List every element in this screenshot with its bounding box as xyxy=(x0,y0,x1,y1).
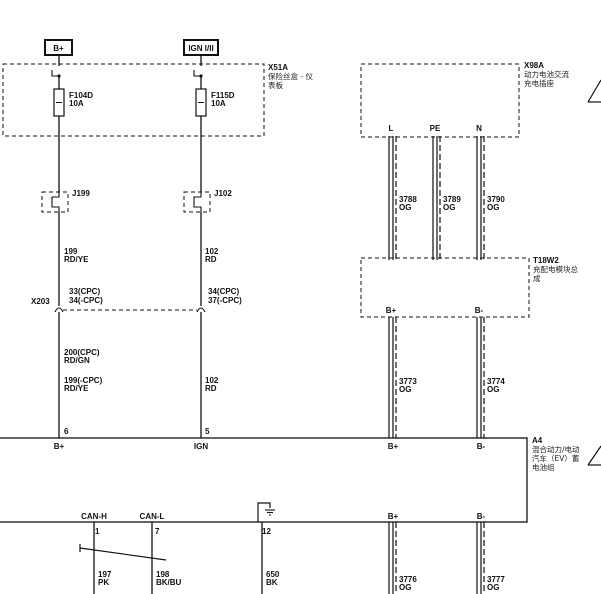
wire-3777-color: OG xyxy=(487,583,499,592)
wire-198-circuit: 198 xyxy=(156,570,170,579)
a4-pin-12-num: 12 xyxy=(262,527,271,536)
fuse-f115d-name: F115D xyxy=(211,91,235,100)
fuse-f104d-rating: 10A xyxy=(69,99,84,108)
wire-197-circuit: 197 xyxy=(98,570,112,579)
t18w2-name-line2: 成 xyxy=(533,273,541,283)
a4-battery-pack xyxy=(0,437,528,523)
warning-triangle-icon xyxy=(587,79,601,103)
wire-102b-color: RD xyxy=(205,384,217,393)
ign-label: IGN I/II xyxy=(188,44,213,53)
wire-650-circuit: 650 xyxy=(266,570,280,579)
a4-pin-hv-bplus-bottom: B+ xyxy=(388,512,399,521)
fuse-f104d-name: F104D xyxy=(69,91,93,100)
wire-3789-color: OG xyxy=(443,203,455,212)
wire-3773-color: OG xyxy=(399,385,411,394)
wire-200-color: RD/GN xyxy=(64,356,90,365)
relay-j199: J199 xyxy=(41,189,90,213)
t18w2-pin-bplus: B+ xyxy=(386,306,397,315)
a4-pin-canh-name: CAN-H xyxy=(81,512,107,521)
a4-pin-6-name: B+ xyxy=(54,442,65,451)
wire-200-circuit: 200(CPC) xyxy=(64,348,100,357)
a4-pin-hv-bplus-top: B+ xyxy=(388,442,399,451)
x98a-name-line2: 充电插座 xyxy=(524,78,554,88)
x98a-name-line1: 动力电池交流 xyxy=(524,69,569,79)
power-source-ign: IGN I/II xyxy=(183,39,219,56)
t18w2-code: T18W2 xyxy=(533,256,559,265)
wire-3788-color: OG xyxy=(399,203,411,212)
x51a-code: X51A xyxy=(268,63,288,72)
wire-198-color: BK/BU xyxy=(156,578,182,587)
x98a-pin-l: L xyxy=(389,124,394,133)
x51a-name-line1: 保险丝盒 - 仪 xyxy=(268,71,313,81)
wire-199b-circuit: 199(-CPC) xyxy=(64,376,103,385)
a4-pin-hv-bminus-bottom: B- xyxy=(477,512,486,521)
x203-left-pins-a: 33(CPC) xyxy=(69,287,100,296)
hv-wire-group-top xyxy=(388,136,485,260)
x203-left-pins-b: 34(-CPC) xyxy=(69,296,103,305)
fuse-f115d: F115D 10A xyxy=(195,88,235,117)
twisted-pair-icon xyxy=(79,547,167,561)
a4-pin-canl-name: CAN-L xyxy=(140,512,165,521)
x203-connector: X203 33(CPC) 34(-CPC) 34(CPC) 37(-CPC) xyxy=(31,287,242,313)
wire-650-color: BK xyxy=(266,578,278,587)
wire-3774-circuit: 3774 xyxy=(487,377,505,386)
a4-pin-5-num: 5 xyxy=(205,427,210,436)
wire-3788-circuit: 3788 xyxy=(399,195,417,204)
x203-code: X203 xyxy=(31,297,50,306)
wire-3776-color: OG xyxy=(399,583,411,592)
a4-pin-5-name: IGN xyxy=(194,442,208,451)
wire-199b-color: RD/YE xyxy=(64,384,89,393)
a4-code: A4 xyxy=(532,436,543,445)
a4-pin-hv-bminus-top: B- xyxy=(477,442,486,451)
wire-3790-circuit: 3790 xyxy=(487,195,505,204)
a4-name-line2: 汽车（EV）蓄 xyxy=(532,453,580,463)
wire-3777-circuit: 3777 xyxy=(487,575,505,584)
x98a-code: X98A xyxy=(524,61,544,70)
x98a-pin-n: N xyxy=(476,124,482,133)
a4-pin-7-num: 7 xyxy=(155,527,160,536)
x203-right-pins-b: 37(-CPC) xyxy=(208,296,242,305)
wire-102-circuit: 102 xyxy=(205,247,219,256)
warning-triangle-icon-2 xyxy=(587,445,601,466)
t18w2-module xyxy=(360,257,530,318)
a4-name-line1: 混合动力/电动 xyxy=(532,444,580,454)
wire-199-color: RD/YE xyxy=(64,255,89,264)
wire-3774-color: OG xyxy=(487,385,499,394)
hv-wire-group-bottom xyxy=(388,522,485,594)
fuse-f104d: F104D 10A xyxy=(53,88,93,117)
hv-wire-group-mid xyxy=(388,317,485,438)
a4-pin-1-num: 1 xyxy=(95,527,100,536)
wire-3773-circuit: 3773 xyxy=(399,377,417,386)
relay-j199-name: J199 xyxy=(72,189,90,198)
t18w2-name-line1: 充配电模块总 xyxy=(533,264,578,274)
wire-3789-circuit: 3789 xyxy=(443,195,461,204)
bplus-label: B+ xyxy=(53,44,64,53)
wire-102b-circuit: 102 xyxy=(205,376,219,385)
ground-icon xyxy=(257,502,275,522)
x51a-name-line2: 表板 xyxy=(268,80,283,90)
t18w2-pin-bminus: B- xyxy=(475,306,484,315)
power-source-bplus: B+ xyxy=(44,39,73,56)
x98a-pin-pe: PE xyxy=(430,124,441,133)
relay-j102-name: J102 xyxy=(214,189,232,198)
a4-name-line3: 电池组 xyxy=(532,462,555,472)
relay-j102: J102 xyxy=(183,189,232,213)
fuse-f115d-rating: 10A xyxy=(211,99,226,108)
wire-199-circuit: 199 xyxy=(64,247,78,256)
wire-102-color: RD xyxy=(205,255,217,264)
a4-pin-6-num: 6 xyxy=(64,427,69,436)
wire-3776-circuit: 3776 xyxy=(399,575,417,584)
x203-right-pins-a: 34(CPC) xyxy=(208,287,239,296)
wire-197-color: PK xyxy=(98,578,109,587)
wire-3790-color: OG xyxy=(487,203,499,212)
x51a-fuse-box xyxy=(2,63,265,137)
